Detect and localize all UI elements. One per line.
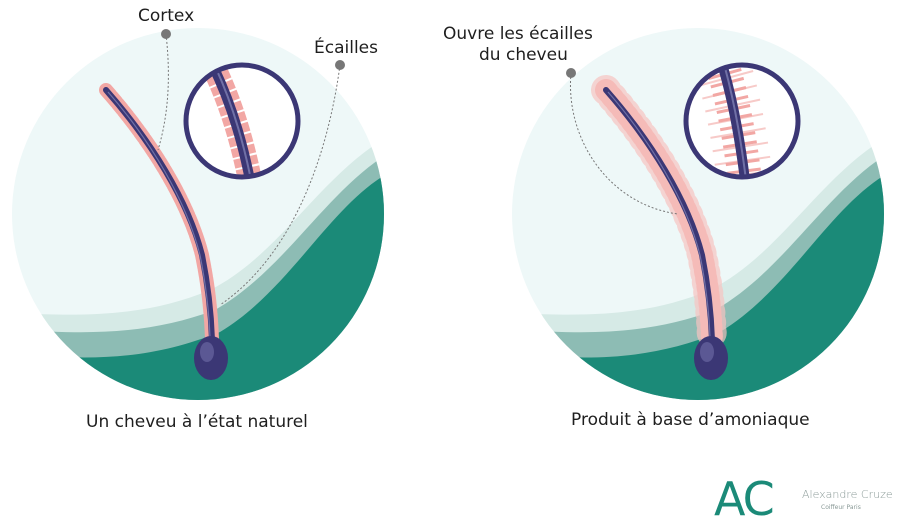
ammonia-hair-panel [512, 28, 884, 400]
label-open-scales-line2: du cheveu [479, 45, 568, 65]
logo-ac-mark: AC [714, 472, 775, 526]
natural-hair-panel [12, 28, 384, 400]
caption-ammonia-product: Produit à base d’amoniaque [571, 410, 810, 430]
caption-natural-hair: Un cheveu à l’état naturel [86, 412, 308, 432]
scales-leader [219, 64, 341, 306]
zoom-open-scales [683, 62, 801, 180]
label-scales: Écailles [314, 38, 378, 58]
open-scales-leader [569, 72, 679, 215]
cortex-leader [157, 33, 169, 151]
label-open-scales-line1: Ouvre les écailles [443, 24, 593, 44]
logo-tagline: Coiffeur Paris [821, 504, 861, 511]
label-cortex: Cortex [138, 6, 195, 26]
zoom-natural-scales [183, 62, 301, 180]
logo-name: Alexandre Cruze [802, 488, 893, 501]
